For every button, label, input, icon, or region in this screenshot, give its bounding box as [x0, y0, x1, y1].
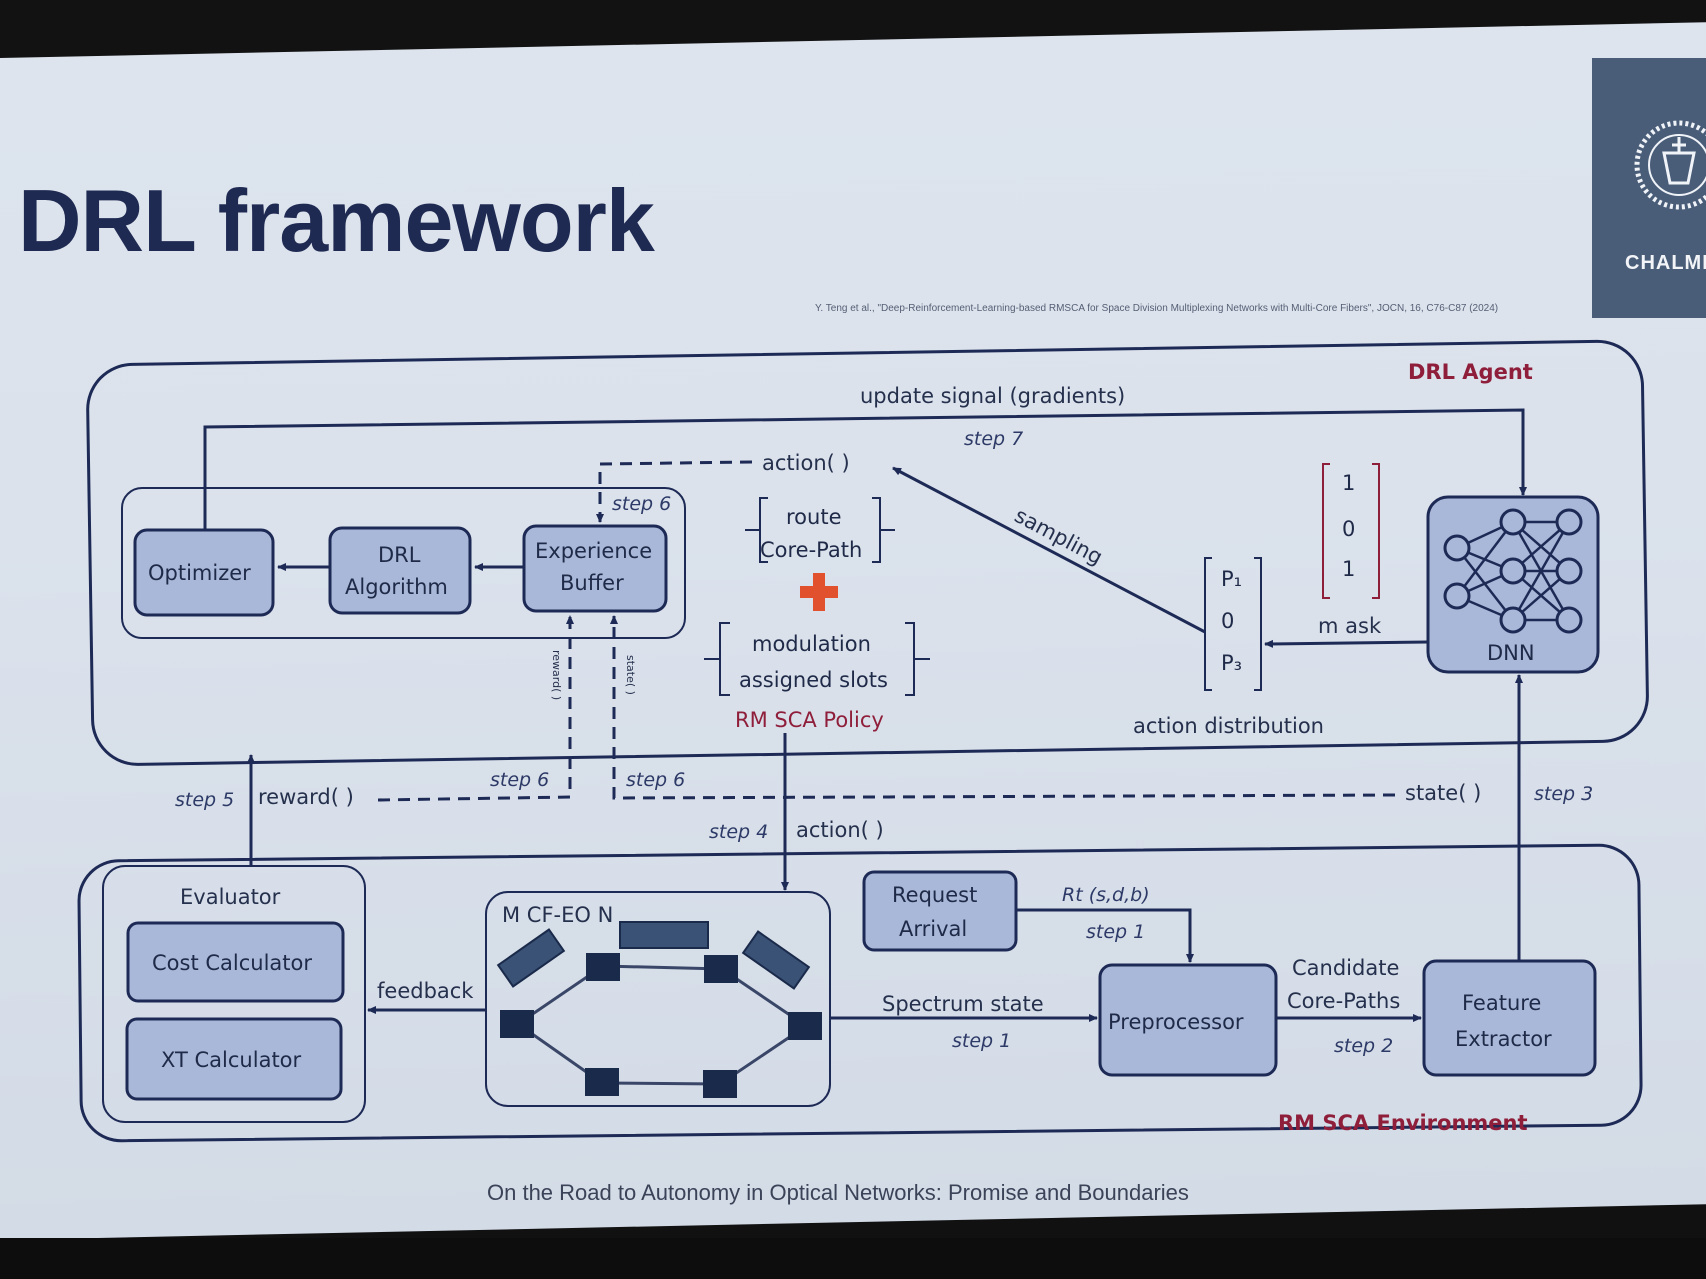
xt-calculator-label: XT Calculator: [161, 1048, 302, 1072]
reward-label: reward( ): [258, 785, 354, 809]
training-group-box: [121, 487, 686, 639]
drl-agent-title: DRL Agent: [1408, 360, 1533, 384]
route-bracket-right: [872, 497, 895, 563]
modulation-label: modulation: [752, 632, 871, 656]
spectrum-state-label: Spectrum state: [882, 992, 1044, 1016]
feedback-label: feedback: [377, 979, 474, 1003]
neural-network-icon: [1443, 508, 1583, 634]
action-to-buffer-arrow: [596, 460, 753, 523]
cost-calculator-box[interactable]: [126, 921, 345, 1003]
mask-value-2: 0: [1342, 517, 1355, 541]
drl-algorithm-box[interactable]: [328, 526, 472, 615]
step7-label: step 7: [964, 428, 1023, 450]
step1-request-label: step 1: [1086, 921, 1145, 943]
network-label: M CF-EO N: [502, 903, 613, 927]
state-label: state( ): [1405, 781, 1481, 805]
action-distribution-label: action distribution: [1133, 714, 1324, 738]
sampling-arrow: [892, 466, 1206, 634]
environment-container: [77, 843, 1643, 1143]
policy-label: RM SCA Policy: [735, 708, 884, 732]
step4-label: step 4: [709, 821, 768, 843]
xt-calculator-box[interactable]: [125, 1017, 343, 1101]
step3-label: step 3: [1534, 783, 1593, 805]
drl-algorithm-label-2: Algorithm: [345, 575, 448, 599]
feature-label-2: Extractor: [1455, 1027, 1552, 1051]
optimizer-label: Optimizer: [148, 561, 251, 585]
step2-label: step 2: [1334, 1035, 1393, 1057]
reward-vertical-label: reward( ): [550, 650, 563, 700]
evaluator-group-box: [102, 865, 366, 1123]
citation: Y. Teng et al., "Deep-Reinforcement-Lear…: [815, 303, 1499, 314]
experience-buffer-label-2: Buffer: [560, 571, 624, 595]
network-box: [485, 891, 831, 1107]
monitor-bezel-bottom: [0, 1238, 1706, 1279]
step5-label: step 5: [175, 789, 234, 811]
cost-calculator-label: Cost Calculator: [152, 951, 312, 975]
update-signal-label: update signal (gradients): [860, 384, 1125, 408]
step6-reward-label: step 6: [490, 769, 549, 791]
modulation-bracket-right: [905, 622, 930, 696]
step1-spectrum-label: step 1: [952, 1030, 1011, 1052]
assigned-slots-label: assigned slots: [739, 668, 888, 692]
plus-icon: [800, 573, 838, 611]
university-seal-icon: [1634, 120, 1706, 210]
mask-value-1: 1: [1342, 471, 1355, 495]
update-signal-arrow: [203, 408, 1527, 530]
dist-value-2: 0: [1221, 609, 1234, 633]
feature-label-1: Feature: [1462, 991, 1541, 1015]
dnn-label: DNN: [1487, 641, 1535, 665]
state-vertical-label: state( ): [624, 655, 637, 695]
route-bracket-left: [745, 497, 768, 563]
university-logo-panel: [1592, 58, 1706, 318]
distribution-bracket: [1204, 557, 1262, 691]
core-path-label: Core-Path: [760, 538, 862, 562]
dist-value-3: P₃: [1221, 651, 1242, 675]
env-action-label: action( ): [796, 818, 884, 842]
dnn-to-distribution-arrow: [1264, 639, 1429, 648]
candidate-label-1: Candidate: [1292, 956, 1399, 980]
reward-dashed-line: [377, 615, 574, 802]
preprocessor-box[interactable]: [1098, 963, 1278, 1077]
feature-extractor-box[interactable]: [1422, 959, 1597, 1077]
step6-top-label: step 6: [612, 493, 671, 515]
dist-value-1: P₁: [1221, 567, 1242, 591]
slide-footer: On the Road to Autonomy in Optical Netwo…: [487, 1180, 1189, 1205]
modulation-bracket-left: [704, 622, 730, 696]
mask-value-3: 1: [1342, 557, 1355, 581]
mask-label: m ask: [1318, 614, 1382, 638]
request-to-preprocessor-arrow: [1016, 908, 1194, 963]
route-label: route: [786, 505, 841, 529]
drl-agent-container: [86, 339, 1649, 766]
optical-network-icon: [496, 921, 822, 1098]
mask-bracket: [1322, 463, 1330, 599]
university-logo-text: CHALMERS: [1625, 252, 1706, 274]
experience-buffer-label-1: Experience: [535, 539, 652, 563]
evaluator-label: Evaluator: [180, 885, 281, 909]
rt-label: Rt (s,d,b): [1062, 884, 1150, 906]
state-dashed-line: [610, 615, 1396, 800]
candidate-label-2: Core-Paths: [1287, 989, 1400, 1013]
agent-action-label: action( ): [762, 451, 850, 475]
request-label-2: Arrival: [899, 917, 967, 941]
env-title: RM SCA Environment: [1278, 1111, 1528, 1135]
slide-title: DRL framework: [18, 171, 655, 270]
request-label-1: Request: [892, 883, 977, 907]
preprocessor-label: Preprocessor: [1108, 1010, 1244, 1034]
step6-state-label: step 6: [626, 769, 685, 791]
drl-algorithm-label-1: DRL: [378, 543, 421, 567]
